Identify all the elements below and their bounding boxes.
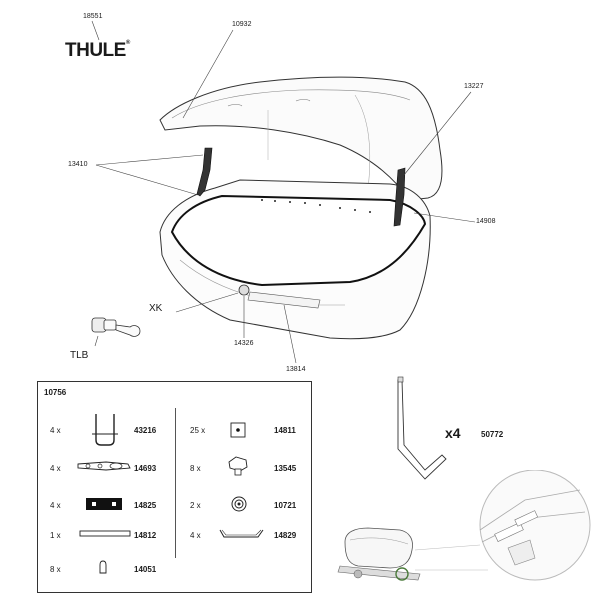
kit-part-number: 14051 <box>134 565 157 574</box>
kit-part-number: 14829 <box>274 531 297 540</box>
hinge-rail <box>247 291 321 309</box>
kit-qty: 4 x <box>50 464 61 473</box>
part-number-brand: 18551 <box>83 13 103 20</box>
small-box-drawing <box>337 527 421 581</box>
seal-dots <box>261 199 371 213</box>
kit-qty: 4 x <box>190 531 201 540</box>
kit-qty: 1 x <box>50 531 61 540</box>
bracket-part-number: 50772 <box>481 430 504 439</box>
kit-part-number: 13545 <box>274 464 297 473</box>
brand-name: THULE <box>65 40 126 61</box>
end-cap-icon <box>99 560 107 574</box>
label-key: XK <box>149 303 163 314</box>
kit-qty: 4 x <box>50 501 61 510</box>
kit-part-number: 14811 <box>274 426 296 435</box>
lock-cylinder-drawing <box>91 317 141 337</box>
square-nut-icon <box>230 422 246 438</box>
lid-outline <box>159 76 443 201</box>
kit-qty: 8 x <box>190 464 201 473</box>
kit-qty: 2 x <box>190 501 201 510</box>
kit-title: 10756 <box>44 388 67 397</box>
kit-part-number: 14812 <box>134 531 157 540</box>
kit-part-number: 14693 <box>134 464 157 473</box>
detail-circle <box>479 470 591 581</box>
handle-strap-icon <box>219 529 264 538</box>
kit-part-number: 43216 <box>134 426 157 435</box>
thule-logo: THULE® <box>65 40 130 62</box>
knob-icon <box>228 456 248 476</box>
strip-icon <box>79 530 131 537</box>
rubber-pad-icon <box>86 498 122 510</box>
box-opening <box>170 194 427 287</box>
lock-body <box>238 284 250 296</box>
u-bolt-icon <box>92 414 118 446</box>
kit-divider <box>175 408 176 558</box>
part-number-left-strut: 13410 <box>68 161 88 168</box>
label-lock-cylinder: TLB <box>70 350 89 361</box>
clamp-plate-icon <box>77 461 131 471</box>
kit-part-number: 10721 <box>274 501 297 510</box>
kit-qty: 25 x <box>190 426 206 435</box>
kit-part-number: 14825 <box>134 501 157 510</box>
coil-icon <box>231 496 247 512</box>
bracket-drawing <box>397 376 447 480</box>
part-number-lid: 10932 <box>232 21 252 28</box>
part-number-lock: 14326 <box>234 340 254 347</box>
mounting-detail-drawing <box>337 470 591 581</box>
right-strut <box>393 167 406 227</box>
registered-mark: ® <box>125 40 130 46</box>
part-number-hinge-rail: 13814 <box>286 366 306 373</box>
part-number-seal: 14908 <box>476 218 496 225</box>
bracket-multiplier: x4 <box>445 425 461 441</box>
part-number-right-strut: 13227 <box>464 83 484 90</box>
roof-box-drawing <box>91 29 476 364</box>
kit-qty: 8 x <box>50 565 61 574</box>
leader-lines-top <box>91 20 100 41</box>
left-strut <box>196 147 213 197</box>
hardware-kit-panel: 10756 4 x 43216 4 x 14693 4 x 14825 1 x … <box>37 381 312 593</box>
kit-qty: 4 x <box>50 426 61 435</box>
